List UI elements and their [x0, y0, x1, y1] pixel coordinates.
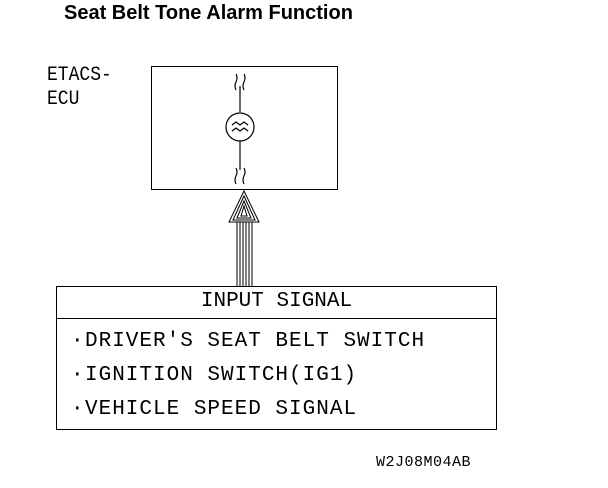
signal-vehicle-speed: VEHICLE SPEED SIGNAL: [85, 398, 358, 421]
list-item: ·IGNITION SWITCH(IG1): [71, 364, 358, 387]
signal-ignition-switch: IGNITION SWITCH(IG1): [85, 364, 358, 387]
input-signal-header: INPUT SIGNAL: [57, 287, 496, 319]
ecu-box: [151, 66, 338, 190]
list-item: ·VEHICLE SPEED SIGNAL: [71, 398, 358, 421]
figure-code: W2J08M04AB: [376, 454, 472, 471]
signal-driver-seat-belt-switch: DRIVER'S SEAT BELT SWITCH: [85, 330, 426, 353]
ecu-label-line2: ECU: [47, 88, 80, 111]
input-signal-box: INPUT SIGNAL ·DRIVER'S SEAT BELT SWITCH …: [56, 286, 497, 430]
ecu-label-line1: ETACS-: [47, 64, 112, 87]
ecu-label: ETACS- ECU: [47, 64, 112, 112]
diagram-title: Seat Belt Tone Alarm Function: [64, 2, 353, 24]
list-item: ·DRIVER'S SEAT BELT SWITCH: [71, 330, 426, 353]
input-signal-list: ·DRIVER'S SEAT BELT SWITCH ·IGNITION SWI…: [71, 325, 425, 427]
signal-arrow: [228, 189, 260, 286]
buzzer-icon: [225, 73, 255, 185]
